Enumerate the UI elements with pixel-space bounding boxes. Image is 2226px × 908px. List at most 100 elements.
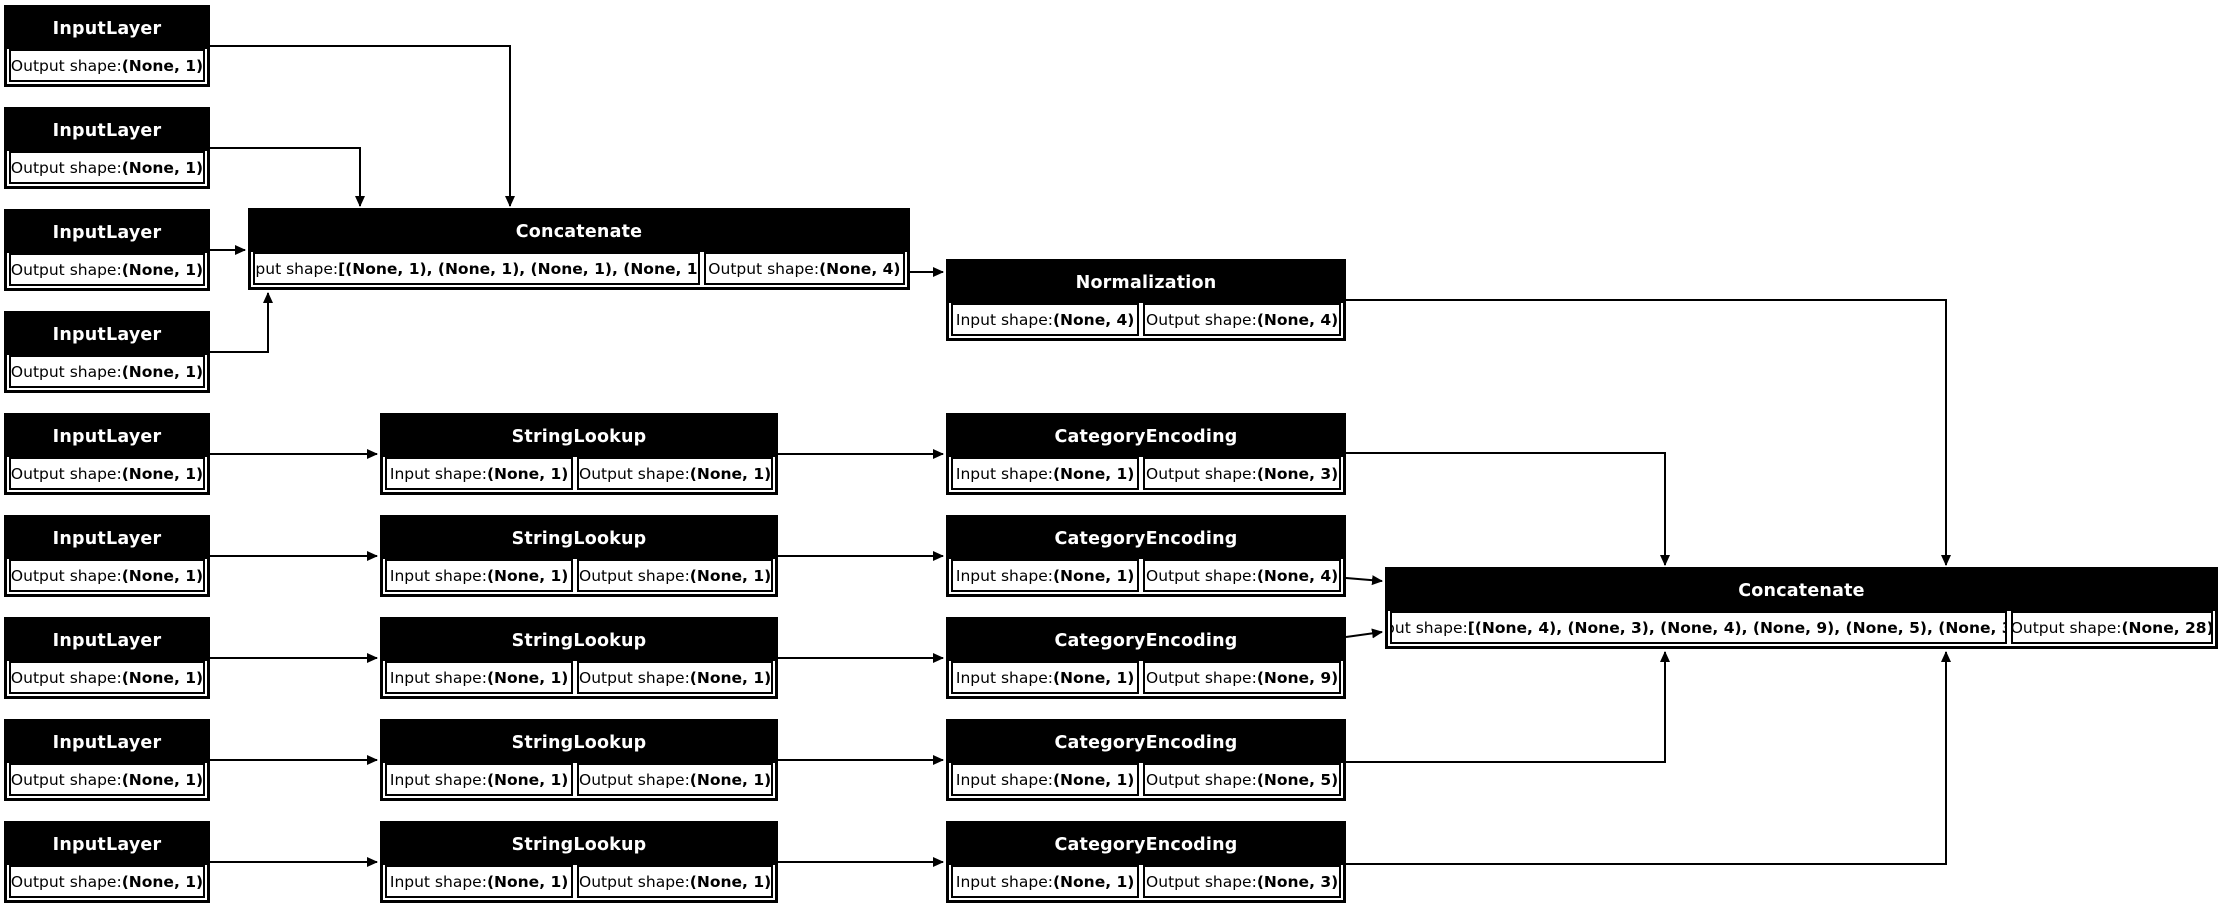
shape-value: (None, 3) <box>1256 464 1339 483</box>
shape-value: (None, 1) <box>1052 872 1135 891</box>
shape-row: Input shape: (None, 4)Output shape: (Non… <box>949 303 1343 338</box>
layer-type-label: StringLookup <box>383 722 775 763</box>
shape-cell: Output shape: (None, 4) <box>703 252 905 285</box>
node-concatenate-2: ConcatenateInput shape: [(None, 4), (Non… <box>1385 567 2218 649</box>
shape-row: Input shape: (None, 1)Output shape: (Non… <box>949 559 1343 594</box>
shape-cell: Output shape: (None, 1) <box>9 763 205 796</box>
shape-value: (None, 1) <box>121 158 204 177</box>
shape-label: Output shape: <box>708 259 820 278</box>
shape-cell: Output shape: (None, 1) <box>9 865 205 898</box>
shape-cell: Output shape: (None, 1) <box>577 865 773 898</box>
shape-label: Input shape: <box>955 872 1053 891</box>
shape-cell: Output shape: (None, 28) <box>2011 611 2213 644</box>
edge-connector <box>1345 575 1383 586</box>
shape-cell: Input shape: (None, 1) <box>951 559 1140 592</box>
layer-type-label: InputLayer <box>7 212 207 253</box>
layer-type-label: InputLayer <box>7 416 207 457</box>
shape-cell: Output shape: (None, 5) <box>1143 763 1341 796</box>
layer-type-label: InputLayer <box>7 314 207 355</box>
layer-type-label: CategoryEncoding <box>949 518 1343 559</box>
edge-connector <box>210 292 273 353</box>
shape-row: Input shape: (None, 1)Output shape: (Non… <box>383 865 775 900</box>
shape-label: Output shape: <box>2011 618 2122 637</box>
edge-connector <box>210 45 515 207</box>
shape-label: Input shape: <box>1392 618 1468 637</box>
shape-label: Output shape: <box>10 260 122 279</box>
shape-cell: Output shape: (None, 1) <box>9 253 205 286</box>
shape-cell: Output shape: (None, 9) <box>1143 661 1341 694</box>
layer-type-label: InputLayer <box>7 518 207 559</box>
shape-value: (None, 1) <box>121 260 204 279</box>
shape-value: (None, 1) <box>486 566 569 585</box>
shape-label: Output shape: <box>10 362 122 381</box>
shape-cell: Output shape: (None, 1) <box>577 763 773 796</box>
shape-row: Input shape: (None, 1)Output shape: (Non… <box>949 457 1343 492</box>
shape-cell: Output shape: (None, 1) <box>577 457 773 490</box>
layer-type-label: StringLookup <box>383 416 775 457</box>
shape-cell: Input shape: (None, 1) <box>385 457 574 490</box>
shape-label: Output shape: <box>10 872 122 891</box>
shape-value: (None, 4) <box>1256 310 1339 329</box>
shape-cell: Output shape: (None, 1) <box>9 151 205 184</box>
shape-cell: Output shape: (None, 1) <box>9 355 205 388</box>
shape-label: Output shape: <box>10 770 122 789</box>
layer-type-label: Normalization <box>949 262 1343 303</box>
shape-label: Output shape: <box>579 668 690 687</box>
shape-value: (None, 1) <box>689 566 772 585</box>
shape-value: (None, 1) <box>1052 464 1135 483</box>
shape-label: Output shape: <box>10 464 122 483</box>
edge-connector <box>1346 651 1670 763</box>
shape-value: (None, 9) <box>1256 668 1339 687</box>
shape-cell: Input shape: (None, 1) <box>385 661 574 694</box>
shape-value: (None, 1) <box>121 56 204 75</box>
shape-row: Output shape: (None, 1) <box>7 253 207 288</box>
shape-cell: Input shape: (None, 4) <box>951 303 1140 336</box>
layer-type-label: CategoryEncoding <box>949 620 1343 661</box>
shape-value: (None, 1) <box>486 464 569 483</box>
shape-cell: Input shape: [(None, 1), (None, 1), (Non… <box>253 252 700 285</box>
shape-row: Input shape: [(None, 1), (None, 1), (Non… <box>251 252 907 287</box>
shape-row: Output shape: (None, 1) <box>7 49 207 84</box>
shape-row: Output shape: (None, 1) <box>7 865 207 900</box>
shape-label: Input shape: <box>389 770 487 789</box>
layer-type-label: InputLayer <box>7 722 207 763</box>
node-concatenate-1: ConcatenateInput shape: [(None, 1), (Non… <box>248 208 910 290</box>
shape-label: Output shape: <box>1146 310 1257 329</box>
shape-value: (None, 1) <box>121 770 204 789</box>
shape-cell: Input shape: (None, 1) <box>951 763 1140 796</box>
shape-row: Input shape: (None, 1)Output shape: (Non… <box>383 763 775 798</box>
shape-label: Input shape: <box>389 668 487 687</box>
shape-row: Output shape: (None, 1) <box>7 763 207 798</box>
shape-label: Output shape: <box>1146 566 1257 585</box>
shape-label: Input shape: <box>955 770 1053 789</box>
shape-value: (None, 28) <box>2121 618 2213 637</box>
shape-label: Output shape: <box>10 668 122 687</box>
shape-cell: Output shape: (None, 3) <box>1143 865 1341 898</box>
shape-cell: Output shape: (None, 4) <box>1143 303 1341 336</box>
shape-label: Output shape: <box>579 464 690 483</box>
layer-type-label: InputLayer <box>7 620 207 661</box>
shape-cell: Output shape: (None, 1) <box>9 661 205 694</box>
layer-type-label: StringLookup <box>383 824 775 865</box>
shape-value: (None, 4) <box>819 259 901 278</box>
shape-cell: Input shape: [(None, 4), (None, 3), (Non… <box>1390 611 2008 644</box>
shape-label: Input shape: <box>389 464 487 483</box>
shape-value: (None, 1) <box>689 464 772 483</box>
layer-type-label: CategoryEncoding <box>949 722 1343 763</box>
shape-value: (None, 1) <box>689 770 772 789</box>
shape-label: Output shape: <box>1146 770 1257 789</box>
